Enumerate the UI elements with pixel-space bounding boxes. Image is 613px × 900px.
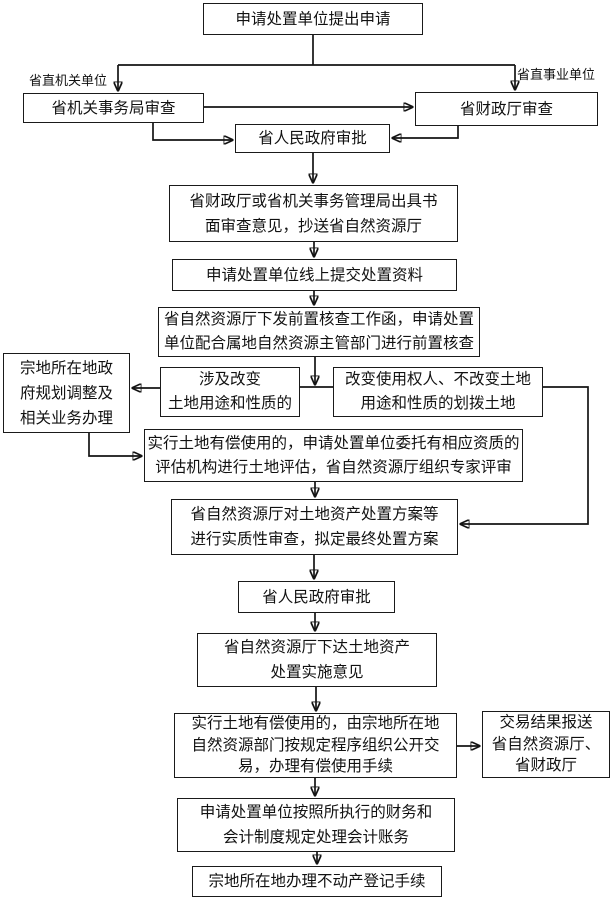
node-precheck-work-letter: 省自然资源厅下发前置核查工作函，申请处置 单位配合属地自然资源主管部门进行前置核… (158, 307, 480, 357)
node-application-submitted: 申请处置单位提出申请 (203, 3, 423, 35)
node-finance-dept-review: 省财政厅审查 (415, 92, 598, 126)
node-public-trading-paid-use: 实行土地有偿使用的，由宗地所在地 自然资源部门按规定程序组织公开交 易，办理有偿… (174, 713, 457, 778)
node-provincial-gov-approval-2: 省人民政府审批 (238, 581, 395, 613)
node-trading-result-report: 交易结果报送 省自然资源厅、 省财政厅 (482, 711, 610, 778)
node-real-estate-registration: 宗地所在地办理不动产登记手续 (192, 866, 442, 897)
connector-planning-to-valuation (88, 433, 142, 456)
connector-finance-to-approval (392, 126, 459, 138)
node-local-planning-adjustment: 宗地所在地政 府规划调整及 相关业务办理 (3, 353, 130, 433)
edge-label-gov-agency: 省直机关单位 (29, 73, 108, 88)
node-accounting-treatment: 申请处置单位按照所执行的财务和 会计制度规定处理会计账务 (177, 798, 455, 852)
node-substantive-review-final-plan: 省自然资源厅对土地资产处置方案等 进行实质性审查，拟定最终处置方案 (171, 499, 458, 555)
node-change-land-use: 涉及改变 土地用途和性质的 (160, 367, 300, 417)
node-implementation-opinion: 省自然资源厅下达土地资产 处置实施意见 (197, 633, 437, 687)
node-written-review-opinion: 省财政厅或省机关事务管理局出具书 面审查意见，抄送省自然资源厅 (169, 185, 458, 242)
edge-label-public-institution: 省直事业单位 (517, 67, 596, 82)
node-provincial-gov-approval-1: 省人民政府审批 (235, 124, 390, 153)
connector-top-split (118, 35, 515, 66)
node-gov-affairs-bureau-review: 省机关事务局审查 (23, 93, 204, 123)
node-online-material-submission: 申请处置单位线上提交处置资料 (172, 259, 457, 291)
connector-gov-review-to-approval (152, 123, 233, 140)
node-allocation-no-use-change: 改变使用权人、不改变土地 用途和性质的划拨土地 (333, 367, 543, 417)
node-land-valuation-expert-review: 实行土地有偿使用的，申请处置单位委托有相应资质的 评估机构进行土地评估，省自然资… (144, 429, 523, 482)
